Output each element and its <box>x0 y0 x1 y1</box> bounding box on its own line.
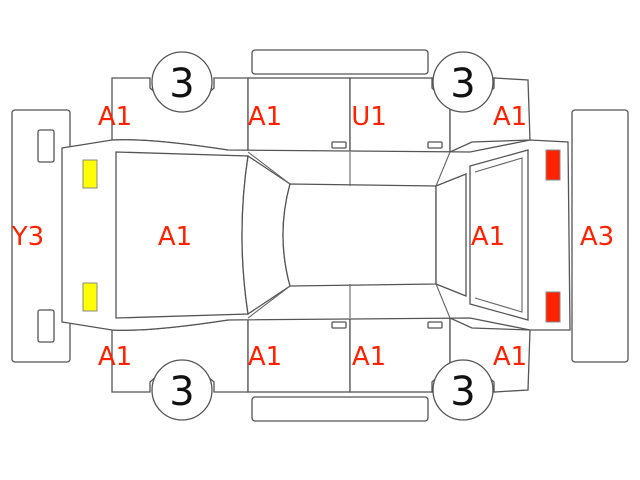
front-door-lower-handle <box>331 321 347 329</box>
tire-front-left-rating: 3 <box>169 61 194 107</box>
label-front-bumper: Y3 <box>11 222 44 252</box>
c-pillar-top <box>435 151 451 187</box>
tire-rear-right-rating: 3 <box>450 369 475 415</box>
label-front-door-upper: A1 <box>248 102 282 132</box>
front-door-upper-panel[interactable] <box>247 77 351 153</box>
tire-rear-right[interactable] <box>432 359 494 421</box>
label-hood: A1 <box>158 222 192 252</box>
label-rear-door-upper: U1 <box>351 102 387 132</box>
roof-rail-bottom[interactable] <box>251 396 429 422</box>
rear-door-upper-panel[interactable] <box>349 77 451 153</box>
front-lamp-lower <box>82 282 98 312</box>
rear-lamp-lower <box>545 291 561 323</box>
front-bumper-fog-upper <box>37 129 55 163</box>
rear-window <box>435 173 467 297</box>
label-rear-quarter-lower: A1 <box>493 342 527 372</box>
trunk-inner-line <box>474 157 523 313</box>
rear-bumper[interactable] <box>571 109 629 363</box>
tire-front-right-rating: 3 <box>169 369 194 415</box>
a-pillar-bottom <box>247 285 291 319</box>
tire-front-right[interactable] <box>151 359 213 421</box>
label-rear-door-lower: A1 <box>352 342 386 372</box>
front-bumper-fog-lower <box>37 309 55 343</box>
label-front-fender-upper: A1 <box>98 102 132 132</box>
label-rear-quarter-upper: A1 <box>493 102 527 132</box>
roof-rail-top[interactable] <box>251 49 429 75</box>
rear-lamp-upper <box>545 149 561 181</box>
rear-door-lower-handle <box>427 321 443 329</box>
tire-rear-left[interactable] <box>432 51 494 113</box>
a-pillar-top <box>247 151 291 185</box>
roof-panel[interactable] <box>282 183 437 287</box>
c-pillar-bottom <box>435 283 451 319</box>
tire-front-left[interactable] <box>151 51 213 113</box>
tire-rear-left-rating: 3 <box>450 61 475 107</box>
trunk-panel[interactable] <box>469 149 529 321</box>
label-front-fender-lower: A1 <box>98 342 132 372</box>
label-front-door-lower: A1 <box>248 342 282 372</box>
front-lamp-upper <box>82 159 98 189</box>
front-door-upper-handle <box>331 141 347 149</box>
label-rear-bumper: A3 <box>580 222 614 252</box>
label-trunk: A1 <box>471 222 505 252</box>
rear-door-upper-handle <box>427 141 443 149</box>
